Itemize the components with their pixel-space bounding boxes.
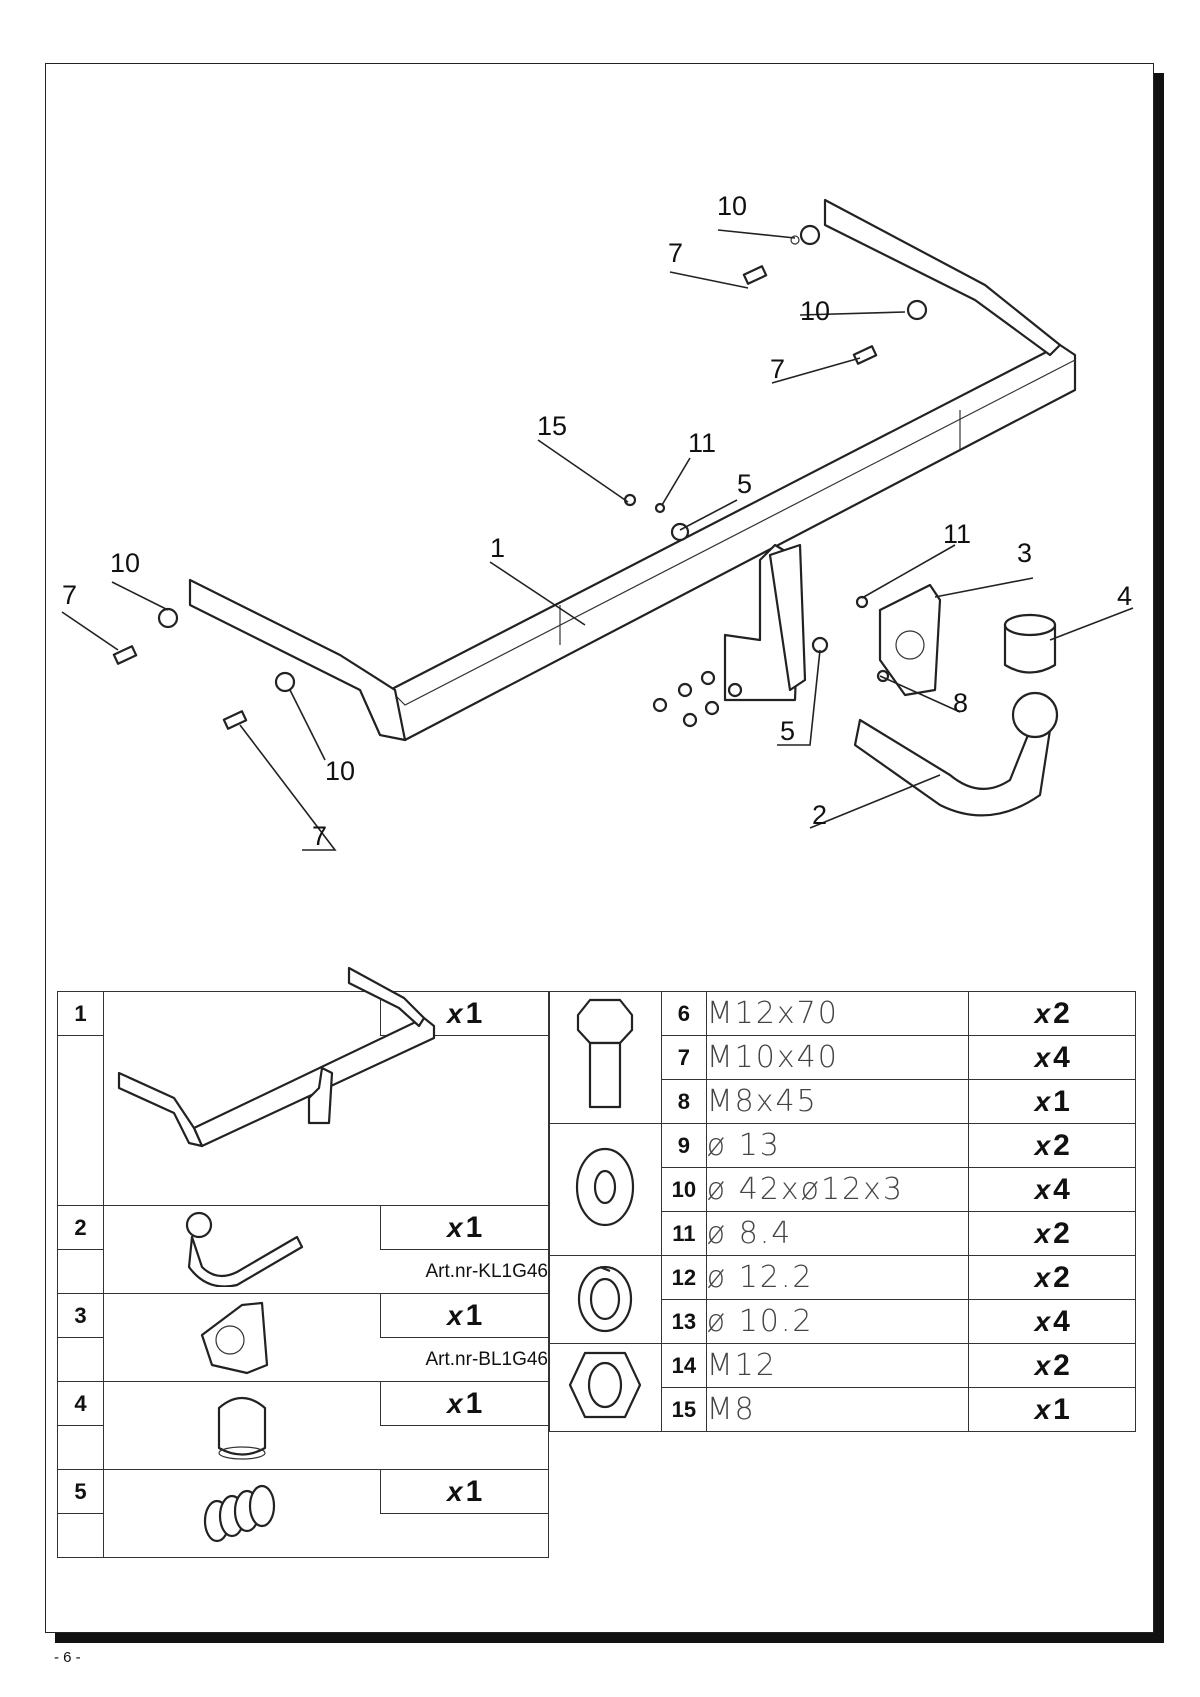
ball-arm [853, 691, 1059, 817]
part-4-image [102, 1381, 381, 1470]
part-number: 5 [57, 1469, 104, 1514]
part-spec: ø 12.2 [705, 1255, 970, 1300]
callout-10d: 10 [325, 756, 355, 786]
callout-7a: 7 [668, 238, 683, 268]
exploded-assembly-drawing: 10 7 10 7 15 11 5 1 10 7 11 3 4 8 5 10 2… [61, 191, 1134, 851]
nut-image [549, 1343, 662, 1432]
bolt-image [549, 991, 662, 1124]
page-number: - 6 - [54, 1649, 81, 1666]
callout-5b: 5 [780, 716, 795, 746]
ball-arm-thumbnail [186, 1211, 304, 1288]
part-spec: M12x70 [705, 991, 970, 1036]
socket-plate-thumbnail [201, 1301, 269, 1375]
part-number: 3 [57, 1293, 104, 1338]
washer-image [549, 1123, 662, 1256]
part-spec: M10x40 [705, 1035, 970, 1080]
callout-7d: 7 [312, 821, 327, 851]
part-spec: ø 10.2 [705, 1299, 970, 1344]
spring-thumbnail [204, 1484, 276, 1543]
article-number: Art.nr-BL1G46 [380, 1337, 549, 1382]
part-3-image [102, 1293, 381, 1382]
part-spec: M8 [705, 1387, 970, 1432]
callout-1: 1 [490, 533, 505, 563]
callout-7c: 7 [62, 580, 77, 610]
socket-plate [878, 583, 942, 697]
cap-thumbnail [218, 1396, 267, 1460]
fasteners [112, 224, 928, 730]
ball-cap [1003, 613, 1057, 674]
callout-7b: 7 [770, 354, 785, 384]
callout-15: 15 [537, 411, 567, 441]
callout-10a: 10 [717, 191, 747, 221]
part-1-image [102, 966, 435, 1206]
article-number: Art.nr-KL1G46 [380, 1249, 549, 1294]
part-number: 12 [660, 1255, 707, 1300]
callout-labels: 10 7 10 7 15 11 5 1 10 7 11 3 4 8 5 10 2… [62, 191, 1132, 851]
spring-washer-icon [578, 1265, 633, 1333]
part-number: 6 [660, 991, 707, 1036]
crossbar-thumbnail [117, 966, 435, 1148]
callout-11b: 11 [943, 519, 971, 549]
part-number: 8 [660, 1079, 707, 1124]
part-number: 7 [660, 1035, 707, 1080]
part-number: 11 [660, 1211, 707, 1256]
part-spec: ø 8.4 [705, 1211, 970, 1256]
callout-2: 2 [812, 800, 827, 830]
callout-10c: 10 [110, 548, 140, 578]
part-spec: M8x45 [705, 1079, 970, 1124]
crossbar [188, 198, 1077, 742]
flat-washer-icon [576, 1147, 635, 1227]
part-spec: ø 13 [705, 1123, 970, 1168]
callout-3: 3 [1017, 538, 1032, 568]
callout-5a: 5 [737, 469, 752, 499]
spring-washer-image [549, 1255, 662, 1344]
part-spec: ø 42xø12x3 [705, 1167, 970, 1212]
part-spec: M12 [705, 1343, 970, 1388]
hex-nut-icon [569, 1351, 642, 1419]
part-5-image [102, 1469, 381, 1558]
callout-8: 8 [953, 688, 968, 718]
part-number: 13 [660, 1299, 707, 1344]
part-number: 9 [660, 1123, 707, 1168]
part-2-image [102, 1205, 381, 1294]
part-number: 10 [660, 1167, 707, 1212]
callout-4: 4 [1117, 581, 1132, 611]
bolt-icon [577, 998, 634, 1109]
callout-10b: 10 [800, 296, 830, 326]
part-number: 14 [660, 1343, 707, 1388]
part-number: 1 [57, 991, 104, 1036]
callout-11a: 11 [688, 428, 716, 458]
part-number: 15 [660, 1387, 707, 1432]
leader-lines [61, 229, 1134, 851]
part-number: 2 [57, 1205, 104, 1250]
part-number: 4 [57, 1381, 104, 1426]
